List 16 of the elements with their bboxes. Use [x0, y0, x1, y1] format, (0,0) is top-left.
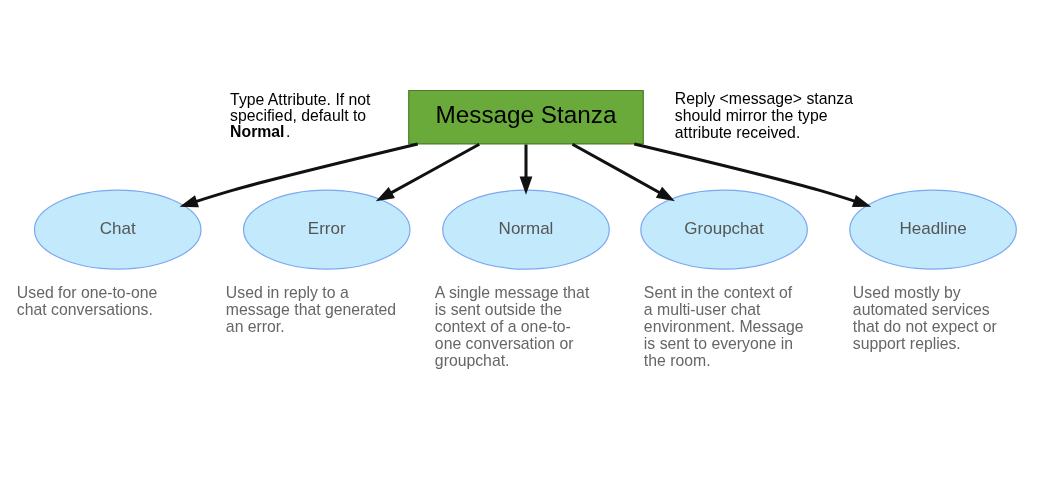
arrow — [179, 142, 419, 207]
node-label: Used mostly by automated services that do not expect or support replies. — [852, 283, 997, 352]
arrow — [633, 142, 872, 207]
node-ellipse: Groupchat — [640, 189, 808, 270]
label: Type Attribute. If not specified, default to Normal. — [230, 90, 371, 140]
node-ellipse: Normal — [442, 189, 610, 270]
arrow — [571, 142, 675, 201]
arrow — [519, 144, 533, 195]
node-box: Message Stanza — [408, 89, 644, 145]
node-label: Used for one-to-one chat conversations. — [16, 283, 158, 318]
arrow — [375, 142, 480, 201]
label: Reply <message> stanza should mirror the type attribute received. — [674, 89, 853, 141]
node-label: A single message that is sent outside the context of a one-to-one conversation or groupchat. — [434, 283, 590, 369]
node-label: Sent in the context of a multi-user chat environment. Message is sent to everyone in the room. — [643, 283, 804, 369]
node-ellipse: Error — [242, 189, 411, 270]
node-label: Used in reply to a message that generated an error. — [225, 283, 397, 335]
